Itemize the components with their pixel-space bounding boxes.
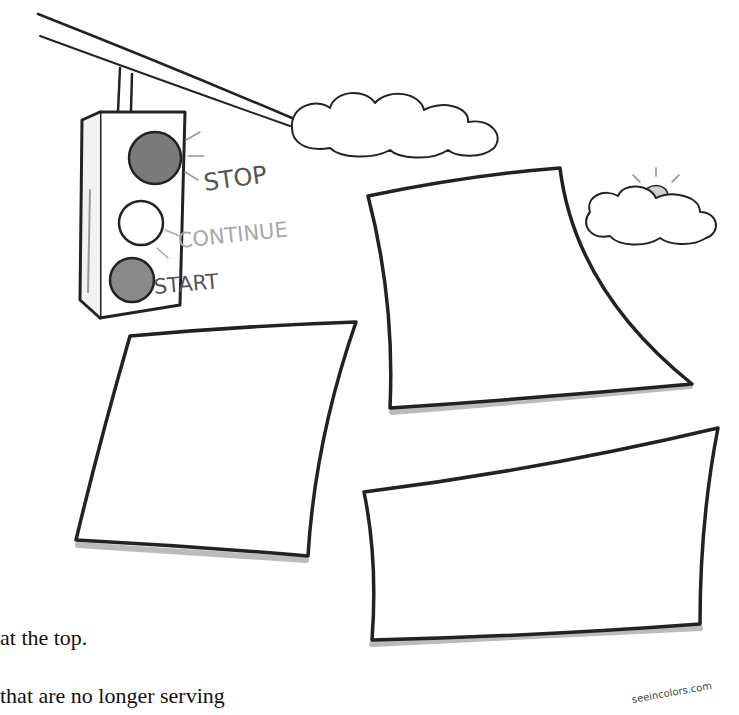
signal-label: STOP	[202, 161, 268, 196]
light-side	[80, 112, 100, 318]
sticky-note	[364, 428, 718, 640]
sticky-note	[76, 322, 356, 556]
light-side-shade	[88, 190, 90, 292]
signal-label: CONTINUE	[177, 219, 289, 253]
cloud	[586, 186, 716, 244]
sticky-note	[368, 168, 692, 408]
pole-line	[38, 14, 292, 118]
hanger	[118, 68, 132, 112]
stop-light	[129, 132, 181, 184]
watermark: seeincolors.com	[631, 680, 713, 705]
continue-light	[119, 201, 163, 245]
note-text: that are no longer serving	[0, 684, 225, 708]
signal-label: START	[153, 270, 220, 299]
illustration-group	[38, 14, 718, 644]
note-text: at the top.	[0, 626, 87, 650]
cloud	[292, 93, 498, 158]
light-rays	[157, 230, 180, 258]
light-rays	[185, 132, 204, 180]
start-light	[110, 258, 154, 302]
sun-rays	[633, 168, 679, 182]
